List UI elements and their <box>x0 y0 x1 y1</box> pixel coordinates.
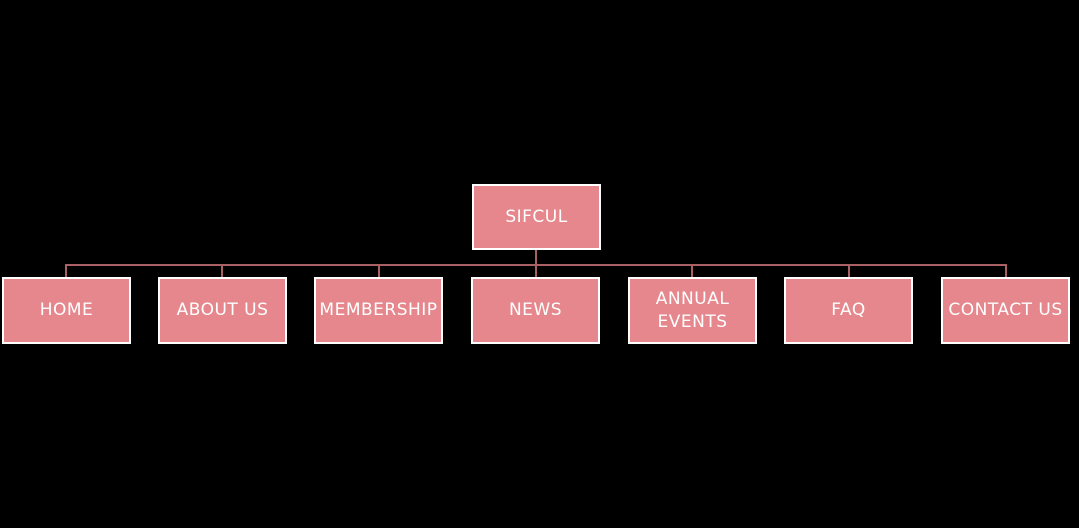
node-annual-events[interactable]: ANNUAL EVENTS <box>628 277 757 344</box>
connector-stub-about-us <box>221 266 223 277</box>
node-home[interactable]: HOME <box>2 277 131 344</box>
node-membership-label: MEMBERSHIP <box>319 300 438 321</box>
connector-stub-membership <box>378 266 380 277</box>
connector-root-stub <box>535 250 537 264</box>
node-annual-events-label: ANNUAL EVENTS <box>655 288 730 332</box>
node-contact-us-label: CONTACT US <box>948 300 1063 321</box>
connector-horizontal-rail <box>65 264 1007 266</box>
connector-stub-annual-events <box>691 266 693 277</box>
connector-stub-news <box>535 266 537 277</box>
node-faq-label: FAQ <box>831 300 866 321</box>
connector-stub-faq <box>848 266 850 277</box>
connector-stub-home <box>65 266 67 277</box>
node-about-us[interactable]: ABOUT US <box>158 277 287 344</box>
node-sifcul[interactable]: SIFCUL <box>472 184 601 250</box>
node-about-us-label: ABOUT US <box>176 300 269 321</box>
node-home-label: HOME <box>39 300 94 321</box>
node-faq[interactable]: FAQ <box>784 277 913 344</box>
node-membership[interactable]: MEMBERSHIP <box>314 277 443 344</box>
connector-stub-contact-us <box>1005 266 1007 277</box>
node-sifcul-label: SIFCUL <box>505 206 568 227</box>
node-contact-us[interactable]: CONTACT US <box>941 277 1070 344</box>
node-news[interactable]: NEWS <box>471 277 600 344</box>
node-news-label: NEWS <box>508 300 563 321</box>
